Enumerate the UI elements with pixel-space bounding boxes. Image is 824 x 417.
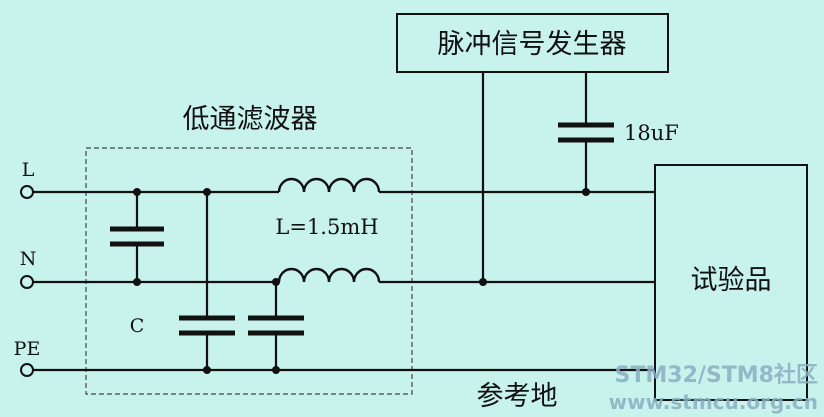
capacitor-line-pe <box>179 192 235 370</box>
terminal-label-PE: PE <box>14 338 41 360</box>
terminal-circle <box>20 275 34 289</box>
watermark: STM32/STM8社区 www.stmcu.org.cn <box>609 362 818 414</box>
terminal-N: N <box>20 248 37 289</box>
filter-capacitor-label: C <box>130 315 145 337</box>
watermark-line2: www.stmcu.org.cn <box>609 390 818 414</box>
junction-dot <box>582 188 590 196</box>
lowpass-filter-group: 低通滤波器 <box>85 104 413 395</box>
pulse-generator-label: 脉冲信号发生器 <box>438 29 627 60</box>
junction-dot <box>133 278 141 286</box>
junction-dot <box>479 278 487 286</box>
inductor-value-label: L=1.5mH <box>275 215 378 239</box>
device-under-test-block: 试验品 <box>654 164 808 401</box>
watermark-line1: STM32/STM8社区 <box>615 362 818 388</box>
junction-dot <box>272 278 280 286</box>
capacitor-neutral-pe <box>248 282 304 370</box>
junction-dot <box>272 366 280 374</box>
reference-ground-label: 参考地 <box>477 381 558 412</box>
terminal-label-L: L <box>22 159 35 181</box>
lowpass-filter-label: 低通滤波器 <box>183 104 318 135</box>
terminal-circle <box>20 185 34 199</box>
junction-dots <box>133 188 590 374</box>
pulse-generator-connections <box>481 72 614 282</box>
terminal-L: L <box>20 159 35 199</box>
terminal-PE: PE <box>14 338 41 377</box>
inductor-N <box>277 267 381 283</box>
device-under-test-label: 试验品 <box>691 265 772 296</box>
terminal-label-N: N <box>20 248 37 270</box>
pulse-generator-box <box>396 13 669 73</box>
junction-dot <box>203 188 211 196</box>
capacitor-line-neutral <box>110 192 164 282</box>
terminal-circle <box>20 363 34 377</box>
junction-dot <box>203 366 211 374</box>
coupling-capacitor-label: 18uF <box>624 121 679 145</box>
pulse-generator-block: 脉冲信号发生器 <box>396 13 669 73</box>
lowpass-filter-boundary <box>85 147 413 395</box>
junction-dot <box>133 188 141 196</box>
inductor-L <box>277 177 381 193</box>
